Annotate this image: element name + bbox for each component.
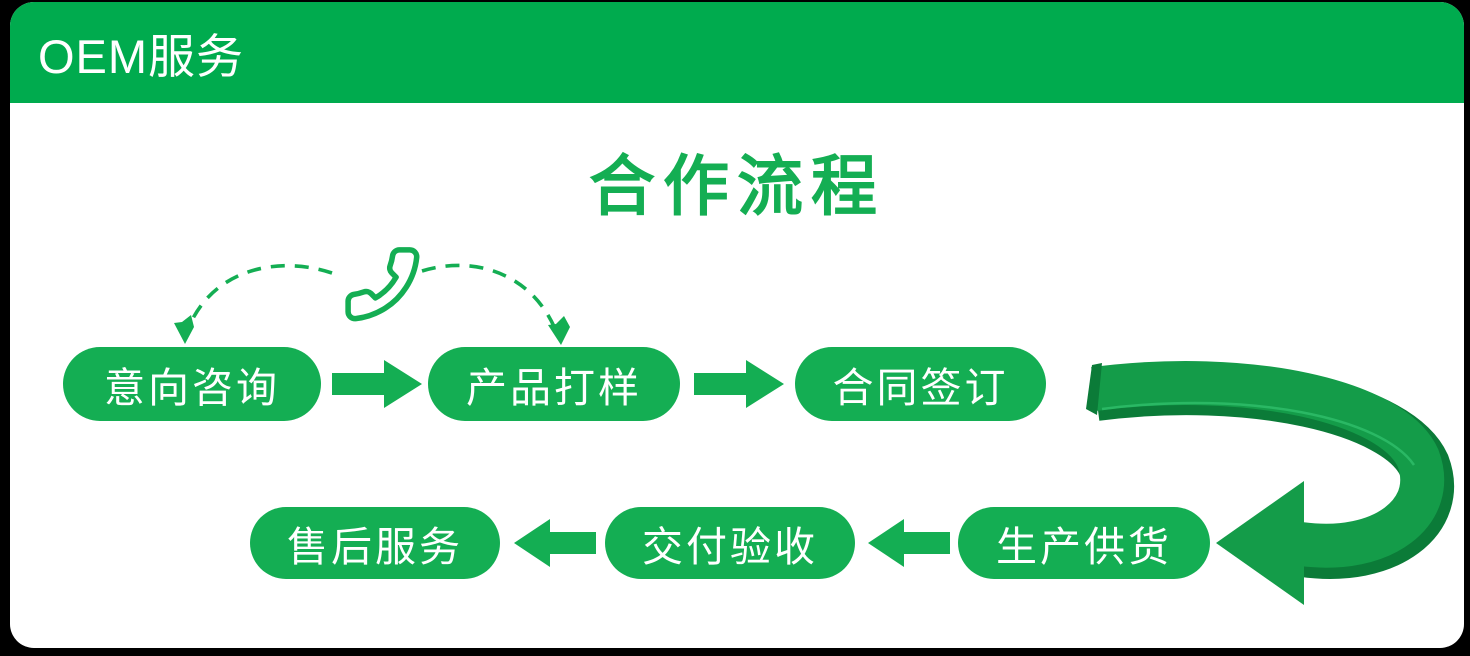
page-title: OEM服务 — [38, 30, 245, 83]
step-pill-3: 合同签订 — [795, 347, 1046, 421]
arrow-step2-to-step3 — [694, 360, 784, 408]
cooperation-flow: 合作流程 — [10, 103, 1464, 648]
step-pill-5: 交付验收 — [605, 507, 855, 579]
step-label: 意向咨询 — [104, 365, 280, 411]
header-bar: OEM服务 — [10, 2, 1464, 103]
ribbon-arrowhead — [1216, 481, 1304, 605]
step-label: 产品打样 — [466, 365, 642, 411]
arrow-step4-to-step5 — [868, 519, 950, 567]
flow-graphics — [174, 247, 1454, 605]
step-label: 交付验收 — [642, 524, 818, 570]
step-label: 生产供货 — [996, 524, 1172, 570]
step-pill-1: 意向咨询 — [63, 347, 321, 421]
step-pill-6: 售后服务 — [250, 507, 500, 579]
step-pill-4: 生产供货 — [958, 507, 1210, 579]
u-turn-arrow — [1086, 361, 1454, 605]
arc-arrowhead-left — [174, 315, 194, 344]
dashed-arc-right — [421, 263, 558, 332]
arrow-step5-to-step6 — [514, 519, 596, 567]
phone-icon — [345, 247, 420, 322]
arc-arrowhead-right — [548, 316, 570, 345]
dashed-arc-left — [186, 263, 333, 330]
flow-title: 合作流程 — [589, 149, 885, 223]
step-pill-2: 产品打样 — [428, 347, 680, 421]
arrow-step1-to-step2 — [332, 360, 422, 408]
step-label: 售后服务 — [287, 524, 463, 570]
step-label: 合同签订 — [832, 365, 1009, 411]
ribbon-cut-edge — [1086, 363, 1102, 415]
oem-service-card: OEM服务 合作流程 — [10, 2, 1464, 648]
